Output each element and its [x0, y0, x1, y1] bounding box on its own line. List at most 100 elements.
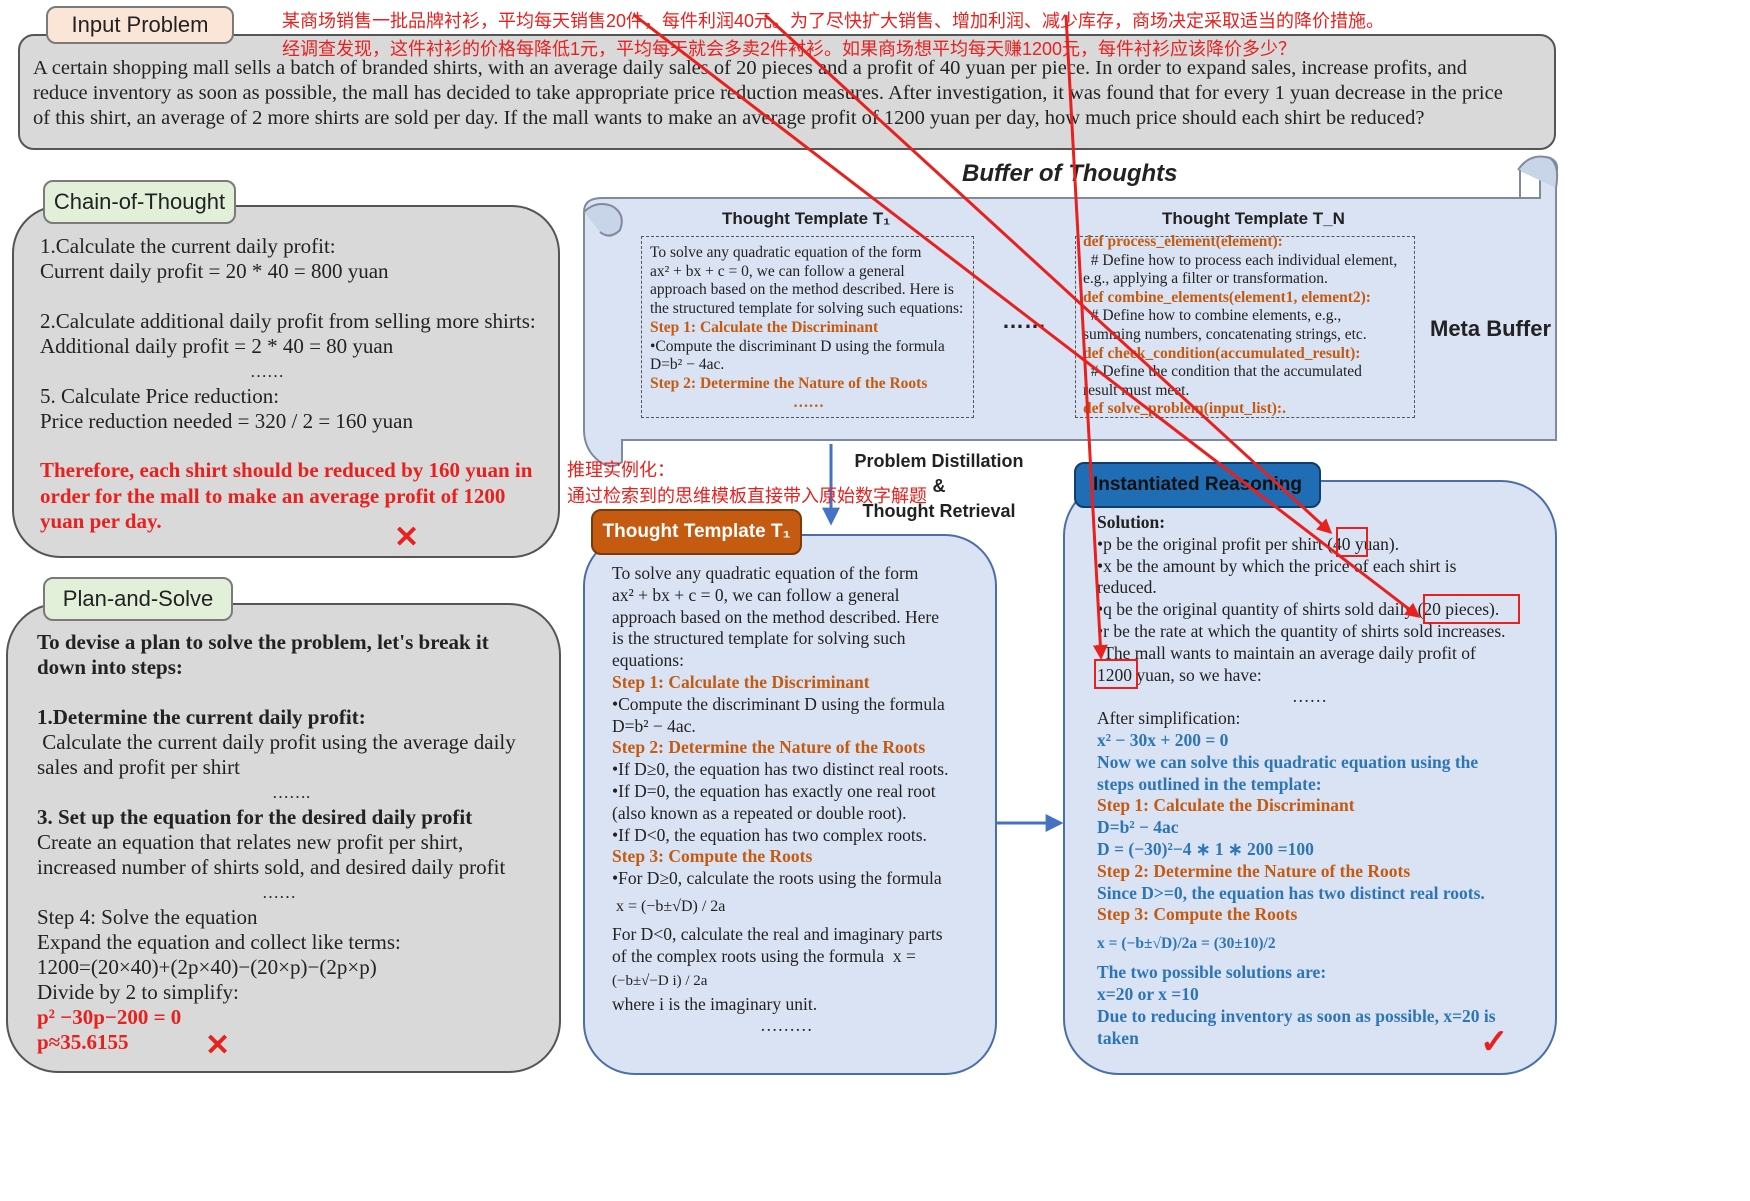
tt-step2-line: •If D=0, the equation has exactly one re…: [612, 780, 936, 801]
tn-code-line: def check_condition(accumulated_result):: [1083, 344, 1361, 362]
cot-conclusion-line: yuan per day.: [40, 509, 162, 533]
ir-line: •The mall wants to maintain an average d…: [1097, 642, 1476, 663]
cot-line: Additional daily profit = 2 * 40 = 80 yu…: [40, 334, 394, 358]
ir-after-simplification: After simplification:: [1097, 708, 1241, 729]
tn-code-line: def solve_problem(input_list):.: [1083, 400, 1286, 418]
ir-discriminant-value: D = (−30)²−4 ∗ 1 ∗ 200 =100: [1097, 838, 1314, 859]
ir-ellipsis: ……: [1292, 686, 1327, 707]
tt-formula-2: (−b±√−D i) / 2a: [612, 972, 708, 989]
ps-intro-line: down into steps:: [37, 655, 183, 679]
t1-step1: Step 1: Calculate the Discriminant: [650, 318, 879, 336]
chain-of-thought-tab-label: Chain-of-Thought: [53, 189, 226, 214]
t1-line: approach based on the method described. …: [650, 281, 954, 299]
ps-step1-title: 1.Determine the current daily profit:: [37, 705, 366, 729]
cot-conclusion-line: order for the mall to make an average pr…: [40, 483, 506, 508]
tn-code-line: e.g., applying a filter or transformatio…: [1083, 270, 1328, 288]
t1-step1-line: D=b² − 4ac.: [650, 356, 725, 374]
highlight-20-pieces: [1423, 594, 1520, 624]
ir-discriminant-formula: D=b² − 4ac: [1097, 817, 1179, 838]
tt-step3-more: For D<0, calculate the real and imaginar…: [612, 923, 943, 944]
instantiated-reasoning-tab-label: Instantiated Reasoning: [1092, 474, 1303, 495]
t1-line: ax² + bx + c = 0, we can follow a genera…: [650, 262, 905, 280]
tt-step1-line: D=b² − 4ac.: [612, 715, 696, 736]
ps-step1-line: Calculate the current daily profit using…: [37, 730, 516, 754]
ps-ellipsis: ……: [262, 883, 296, 902]
ps-intro-line: To devise a plan to solve the problem, l…: [37, 630, 489, 654]
thought-template-body: To solve any quadratic equation of the f…: [612, 563, 987, 1037]
tt-line: ax² + bx + c = 0, we can follow a genera…: [612, 584, 900, 605]
tn-code-line: # Define how to process each individual …: [1083, 251, 1398, 269]
cot-ellipsis: ……: [250, 362, 284, 381]
cot-conclusion-line: Therefore, each shirt should be reduced …: [40, 458, 533, 482]
ir-step1: Step 1: Calculate the Discriminant: [1097, 795, 1355, 816]
ps-step4-line: 1200=(20×40)+(2p×40)−(20×p)−(2p×p): [37, 955, 377, 979]
ps-equation: p² −30p−200 = 0: [37, 1005, 182, 1029]
plan-and-solve-tab: Plan-and-Solve: [43, 577, 233, 621]
ir-blue-line: Now we can solve this quadratic equation…: [1097, 751, 1479, 772]
instantiation-note-line: 通过检索到的思维模板直接带入原始数字解题: [567, 486, 927, 506]
ir-final-line: taken: [1097, 1027, 1139, 1048]
ir-blue-line: steps outlined in the template:: [1097, 773, 1322, 794]
tt-line: approach based on the method described. …: [612, 606, 940, 627]
tn-code-line: # Define the condition that the accumula…: [1083, 363, 1362, 381]
template-1-title: Thought Template T₁: [722, 209, 891, 228]
chain-of-thought-panel: [12, 205, 560, 558]
tt-step2-line: •If D≥0, the equation has two distinct r…: [612, 759, 949, 780]
tt-step1-line: •Compute the discriminant D using the fo…: [612, 693, 945, 714]
t1-step1-line: •Compute the discriminant D using the fo…: [650, 337, 945, 355]
ps-step4-line: Divide by 2 to simplify:: [37, 980, 239, 1004]
tn-code-line: # Define how to combine elements, e.g.,: [1083, 307, 1342, 325]
instantiated-reasoning-body: Solution: •p be the original profit per …: [1097, 512, 1547, 1049]
templates-ellipsis: ……: [1002, 308, 1046, 333]
cot-line: 5. Calculate Price reduction:: [40, 384, 280, 408]
ir-line: •p be the original profit per shirt (40 …: [1097, 533, 1400, 554]
cot-line: 2.Calculate additional daily profit from…: [40, 309, 536, 333]
ir-roots-formula: x = (−b±√D)/2a = (30±10)/2: [1097, 935, 1276, 953]
tt-line: To solve any quadratic equation of the f…: [612, 563, 919, 583]
highlight-1200: [1094, 659, 1138, 689]
instantiation-note: 推理实例化： 通过检索到的思维模板直接带入原始数字解题: [567, 457, 927, 509]
ps-step1-line: sales and profit per shirt: [37, 755, 240, 779]
ir-step2: Step 2: Determine the Nature of the Root…: [1097, 860, 1411, 881]
plan-and-solve-tab-label: Plan-and-Solve: [62, 586, 214, 611]
tn-code-line: summing numbers, concatenating strings, …: [1083, 325, 1367, 343]
tn-code-line: def combine_elements(element1, element2)…: [1083, 288, 1371, 306]
ir-step3: Step 3: Compute the Roots: [1097, 904, 1298, 925]
chain-of-thought-steps: 1.Calculate the current daily profit: Cu…: [40, 234, 550, 434]
template-n-content: def process_element(element): # Define h…: [1083, 233, 1413, 419]
thought-template-tab-label: Thought Template T₁: [602, 521, 791, 542]
template-n-title: Thought Template T_N: [1162, 209, 1345, 228]
tt-step2: Step 2: Determine the Nature of the Root…: [612, 737, 926, 758]
tn-code-line: result must meet.: [1083, 381, 1190, 399]
tt-step3-line: •For D≥0, calculate the roots using the …: [612, 868, 942, 889]
ir-step2-line: Since D>=0, the equation has two distinc…: [1097, 882, 1485, 903]
template-1-content: To solve any quadratic equation of the f…: [650, 244, 970, 412]
tt-tail: where i is the imaginary unit.: [612, 993, 818, 1014]
ir-line: •r be the rate at which the quantity of …: [1097, 620, 1506, 641]
ps-step3-line: Create an equation that relates new prof…: [37, 830, 464, 854]
ir-line: •x be the amount by which the price of e…: [1097, 555, 1457, 576]
cot-conclusion: Therefore, each shirt should be reduced …: [40, 458, 532, 535]
tt-step3: Step 3: Compute the Roots: [612, 846, 813, 867]
tt-step2-line: (also known as a repeated or double root…: [612, 802, 907, 823]
ir-solution-label: Solution:: [1097, 512, 1166, 532]
buffer-of-thoughts-title: Buffer of Thoughts: [962, 160, 1178, 187]
thought-template-tab: Thought Template T₁: [591, 509, 802, 555]
cot-line: 1.Calculate the current daily profit:: [40, 234, 336, 258]
input-problem-tab-label: Input Problem: [71, 12, 209, 37]
ps-step3-line: increased number of shirts sold, and des…: [37, 855, 506, 879]
ps-approx-answer: p≈35.6155: [37, 1030, 129, 1054]
ir-correct-icon: ✓: [1480, 1023, 1509, 1061]
plan-and-solve-panel: [6, 603, 561, 1073]
t1-step2: Step 2: Determine the Nature of the Root…: [650, 374, 928, 392]
cot-wrong-icon: ✕: [394, 521, 420, 554]
meta-buffer-label: Meta Buffer: [1430, 316, 1552, 341]
ir-final-line: Due to reducing inventory as soon as pos…: [1097, 1005, 1496, 1026]
tt-step3-more: of the complex roots using the formula x…: [612, 945, 916, 966]
instantiated-reasoning-tab: Instantiated Reasoning: [1074, 462, 1321, 508]
cot-line: Price reduction needed = 320 / 2 = 160 y…: [40, 409, 414, 433]
tt-line: is the structured template for solving s…: [612, 628, 906, 649]
ir-line: 1200 yuan, so we have:: [1097, 664, 1262, 685]
cot-line: Current daily profit = 20 * 40 = 800 yua…: [40, 259, 389, 283]
tt-step1: Step 1: Calculate the Discriminant: [612, 671, 870, 692]
